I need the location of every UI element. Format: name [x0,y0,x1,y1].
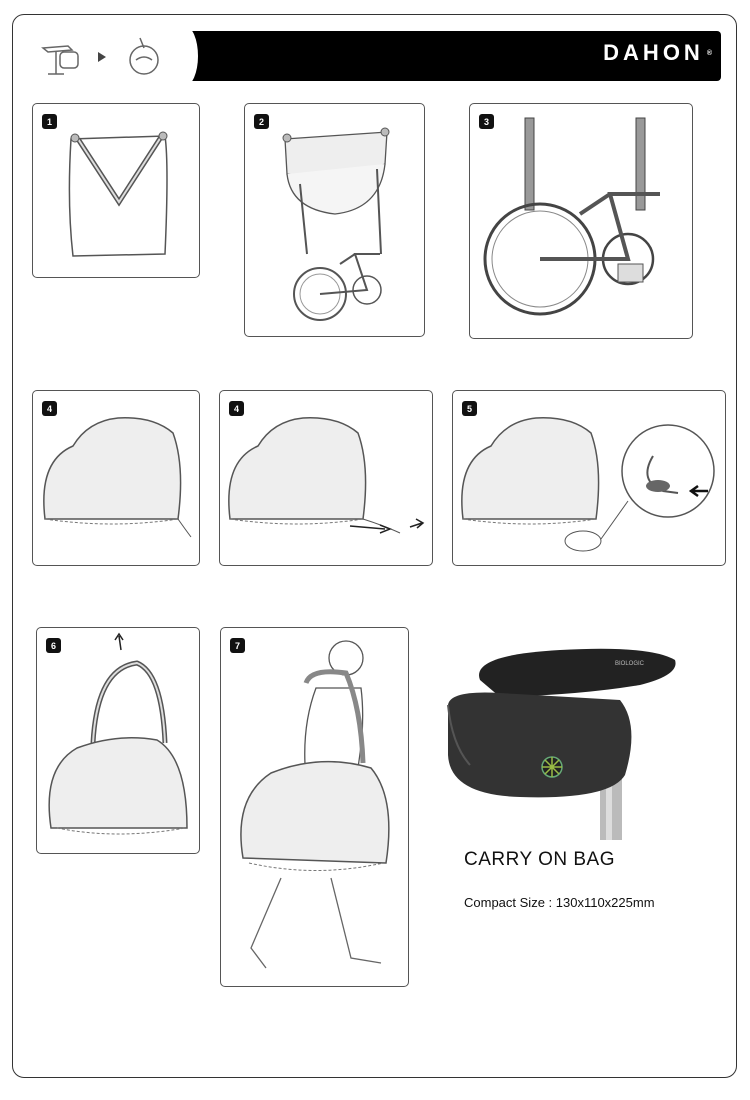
step-panel-1: 1 [32,103,200,278]
step-number: 1 [42,114,57,129]
pull-drawstring-illustration [228,417,425,534]
product-title: CARRY ON BAG [464,849,616,870]
step-panel-3: 3 [469,103,693,339]
step-number: 7 [230,638,245,653]
flat-bag-illustration [68,131,168,257]
tie-drawstring-illustration [461,417,715,552]
brand-logo-text: DAHON [603,40,704,65]
step-panel-4a: 4 [32,390,200,566]
step-number: 4 [229,401,244,416]
step-number: 6 [46,638,61,653]
saddle-bag-photo: BIOLOGIC [447,648,676,840]
step-panel-2: 2 [244,103,425,337]
step-panel-6: 6 [36,627,200,854]
step-number: 5 [462,401,477,416]
registered-mark: ® [706,49,712,57]
step-number: 4 [42,401,57,416]
bike-bag-icon [41,45,79,75]
strap-hook-bike-illustration [483,117,660,316]
step-panel-4b: 4 [219,390,433,566]
product-size: Compact Size : 130x110x225mm [464,895,655,910]
brand-logo: DAHON ® [603,40,712,66]
step-number: 3 [479,114,494,129]
header-bar [178,31,721,81]
bag-over-bike-illustration [282,127,390,321]
bag-covering-bike-illustration [43,417,192,538]
header-icons [41,37,159,75]
step-panel-5: 5 [452,390,726,566]
lift-bag-illustration [48,632,188,835]
step-number: 2 [254,114,269,129]
header-curve [172,26,198,86]
person-carrying-bag-illustration [240,640,390,969]
step-panel-7: 7 [220,627,409,987]
saddle-brand-text: BIOLOGIC [615,661,645,667]
arrow-right-icon [98,52,106,62]
carry-bag-icon [129,37,159,75]
